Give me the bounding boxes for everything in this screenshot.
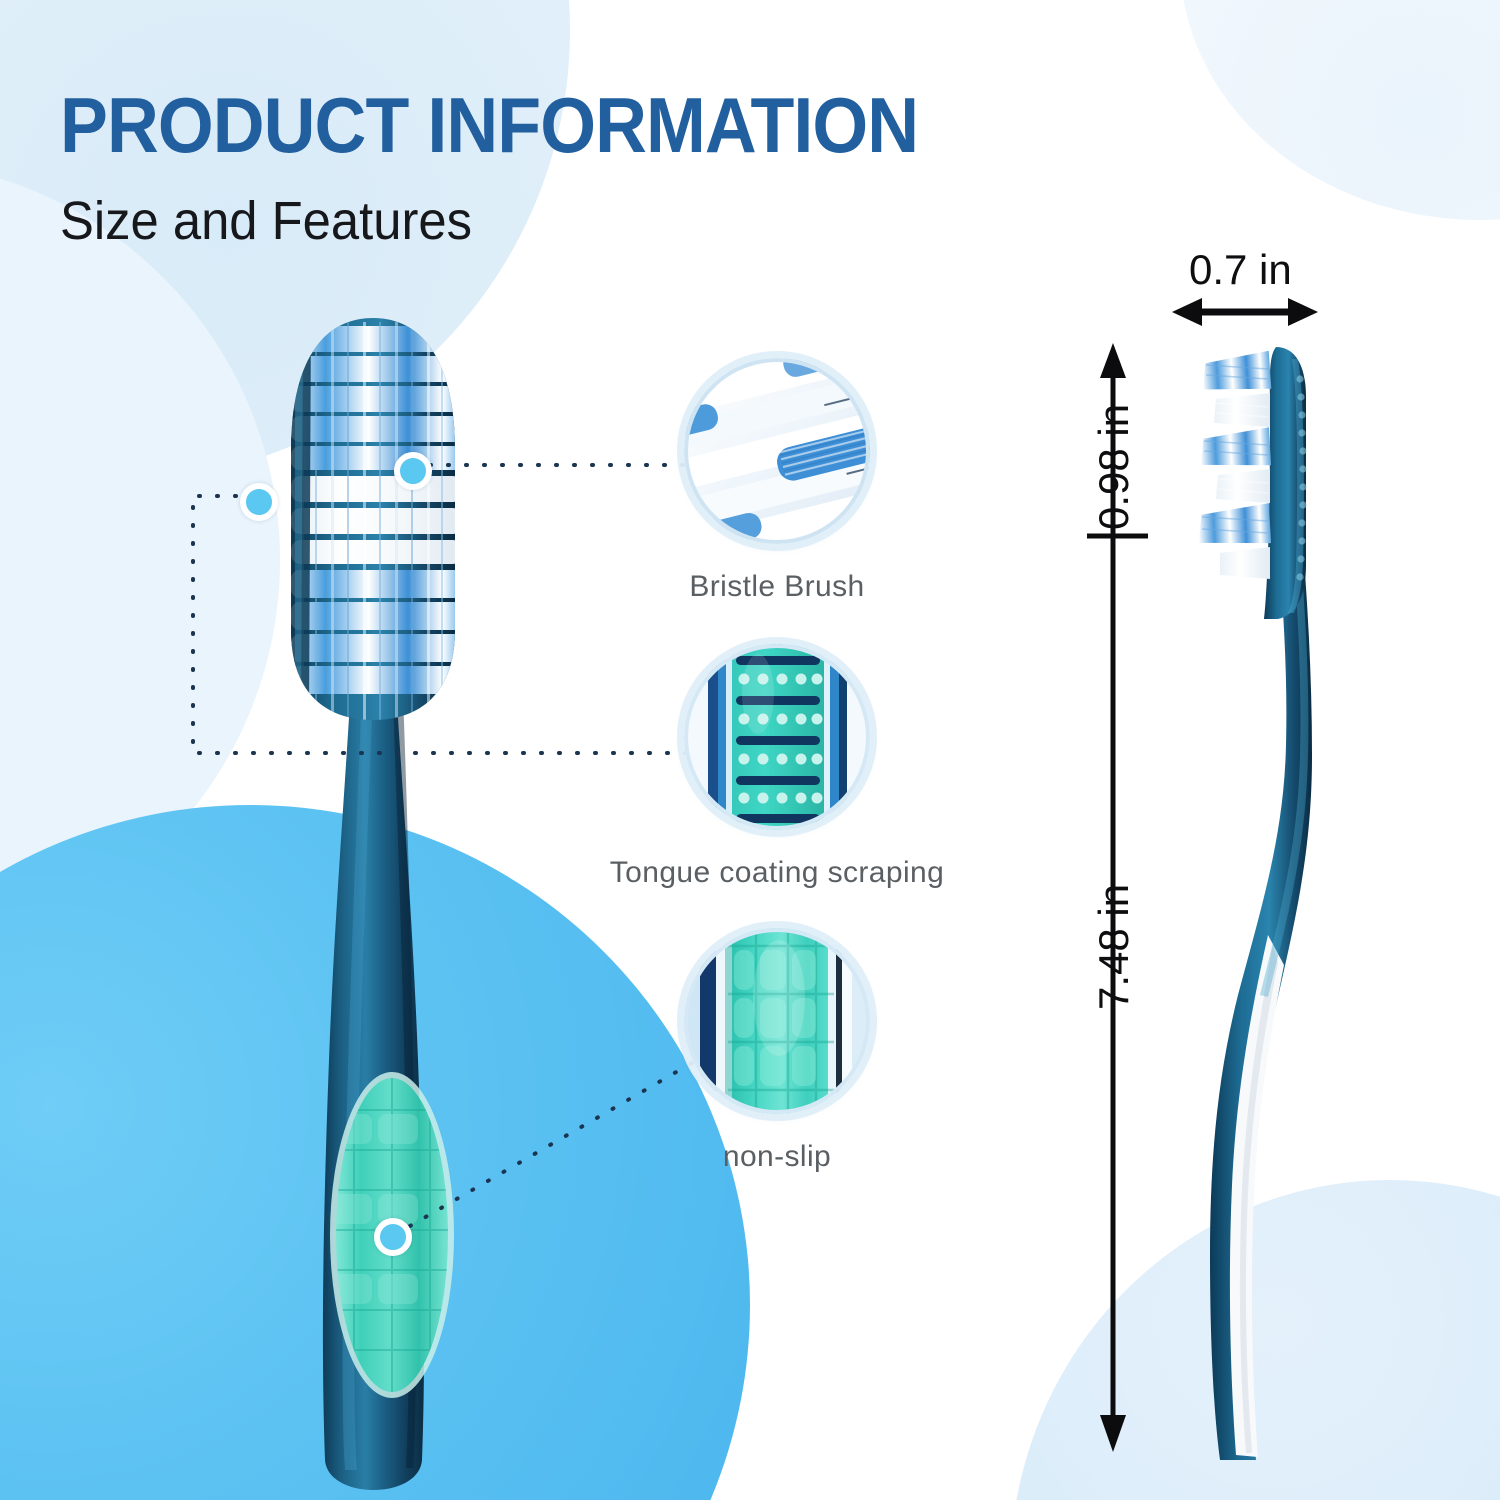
width-value: 0.7 in [1189,246,1292,293]
callout-tongue-coating-scraping[interactable]: Tongue coating scraping [610,644,944,890]
callout-non-slip[interactable]: non-slip [684,928,870,1174]
page-subtitle: Size and Features [60,191,472,251]
side-brush-head [1264,347,1306,619]
width-arrow [1172,298,1318,326]
toothbrush-side-view [1198,347,1312,1460]
handle-length-value: 7.48 in [1090,883,1137,1010]
side-grip-stripe-shade [1239,945,1278,1453]
background-blob-top-right [1180,0,1500,220]
side-handle-highlight [1260,505,1309,997]
header: PRODUCT INFORMATION Size and Features [60,86,993,248]
callout-bristle-brush[interactable]: Bristle Brush [684,358,870,604]
tongue-scraper-closeup-icon [684,644,870,830]
non-slip-grip-closeup-icon [684,928,870,1114]
bristle-brush-closeup-icon [684,358,870,544]
head-length-value: 0.98 in [1090,403,1137,530]
side-head-highlight [1288,359,1304,613]
side-bristle-tufts [1198,350,1272,579]
grip-marker-icon[interactable] [374,1218,412,1256]
side-head-nubs [1296,375,1307,581]
head-edge-marker-icon[interactable] [240,483,278,521]
callout-label-bristle-brush: Bristle Brush [689,570,865,603]
page-title: PRODUCT INFORMATION [60,81,919,169]
callout-label-non-slip: non-slip [722,1140,832,1173]
bristle-marker-icon[interactable] [394,452,432,490]
dimension-label-width: 0.7 in [1189,246,1292,294]
callout-label-tongue-coating-scraping: Tongue coating scraping [609,856,945,889]
bristle-field [291,318,455,720]
